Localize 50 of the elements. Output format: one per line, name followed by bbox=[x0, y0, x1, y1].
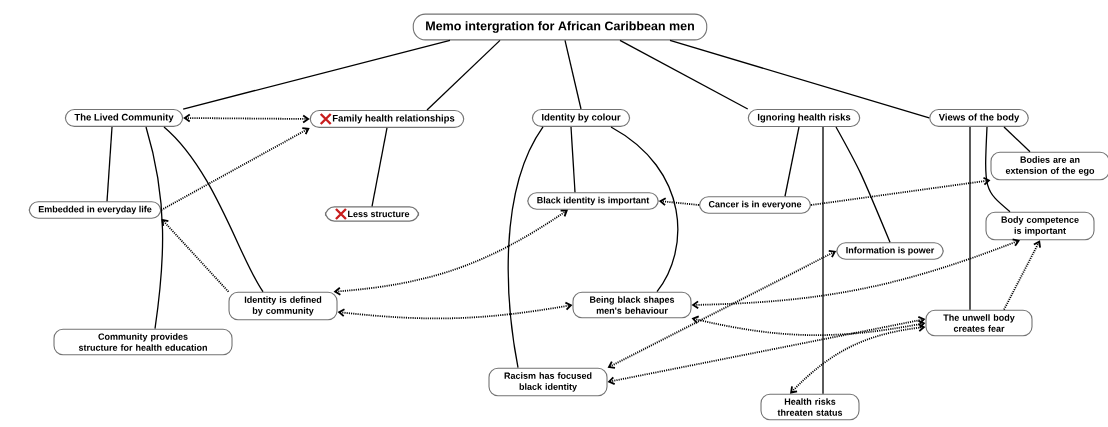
connector-line bbox=[985, 126, 1011, 213]
subtopic-box: Being black shapes men's behaviour bbox=[572, 291, 692, 319]
connector-line bbox=[570, 126, 576, 193]
connector-line bbox=[669, 39, 930, 119]
arrow bbox=[790, 323, 926, 394]
topic-box: Family health relationships bbox=[309, 110, 465, 128]
subtopic-box: Information is power bbox=[836, 242, 944, 260]
arrow bbox=[183, 113, 310, 124]
arrow bbox=[1003, 240, 1041, 311]
connector-line bbox=[106, 126, 113, 202]
connector-line bbox=[610, 126, 679, 293]
topic-box: Ignoring health risks bbox=[747, 109, 861, 127]
arrow bbox=[607, 315, 926, 386]
arrow bbox=[691, 315, 926, 336]
topic-box: The Lived Community bbox=[64, 109, 184, 127]
arrow bbox=[691, 238, 1020, 310]
connector-line bbox=[507, 126, 544, 369]
connector-line bbox=[835, 126, 891, 243]
subtopic-box: Bodies are an extension of the ego bbox=[990, 151, 1108, 181]
subtopic-box: Body competence is important bbox=[985, 211, 1095, 241]
subtopic-box: Identity is defined by community bbox=[228, 291, 338, 321]
connector-line bbox=[619, 39, 749, 110]
connector-line bbox=[163, 126, 264, 293]
arrow bbox=[161, 218, 230, 293]
subtopic-box: Embedded in everyday life bbox=[28, 201, 162, 219]
central-topic-box: Memo intergration for African Caribbean men bbox=[412, 13, 708, 41]
connector-line bbox=[564, 39, 582, 110]
topic-box: Identity by colour bbox=[531, 109, 631, 127]
subtopic-box: Black identity is important bbox=[527, 192, 659, 210]
connector-line bbox=[145, 126, 164, 330]
arrow bbox=[160, 127, 310, 211]
connector-line bbox=[784, 126, 800, 197]
arrow bbox=[607, 249, 837, 369]
subtopic-box: Health risks threaten status bbox=[760, 393, 860, 421]
topic-box: Views of the body bbox=[929, 109, 1029, 127]
connector-line bbox=[182, 39, 451, 110]
subtopic-box: Community provides structure for health education bbox=[53, 328, 233, 356]
connector-line bbox=[969, 126, 971, 311]
connector-line bbox=[1003, 126, 1031, 153]
subtopic-box: The unwell body creates fear bbox=[925, 309, 1033, 337]
arrow bbox=[337, 301, 573, 320]
arrow bbox=[810, 176, 991, 206]
subtopic-box: Less structure bbox=[324, 206, 420, 222]
subtopic-box: Cancer is in everyone bbox=[698, 196, 812, 214]
connector-line bbox=[371, 127, 388, 207]
connector-line bbox=[822, 126, 824, 395]
arrow bbox=[333, 209, 568, 296]
subtopic-box: Racism has focused black identity bbox=[488, 367, 608, 397]
arrow bbox=[658, 197, 700, 207]
connector-line bbox=[426, 39, 501, 111]
